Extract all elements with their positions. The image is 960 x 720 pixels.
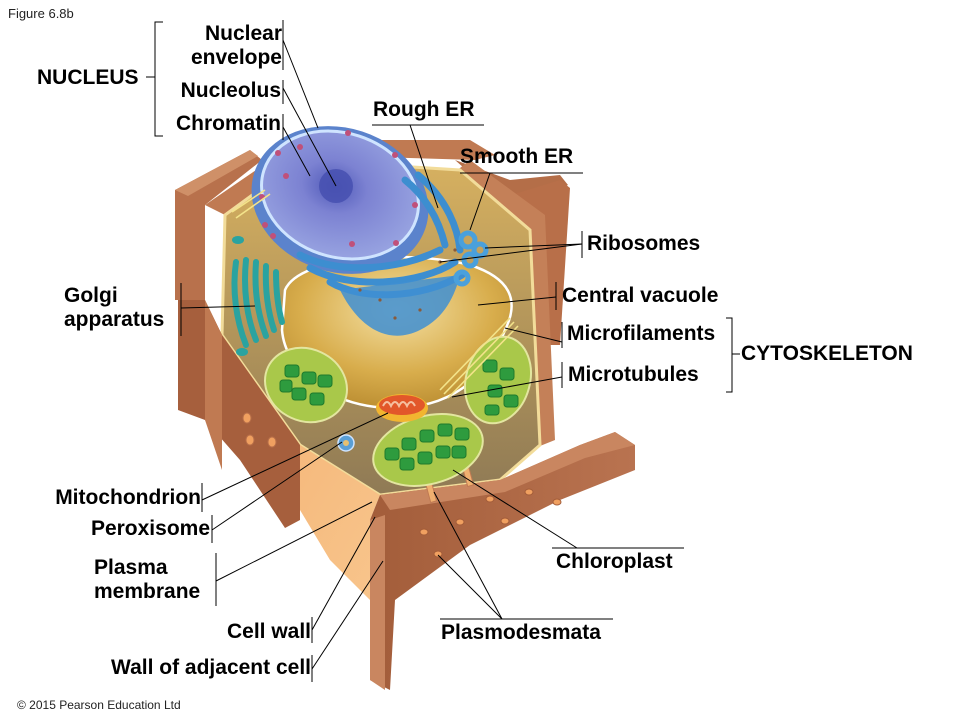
label-microfilaments: Microfilaments [567,322,716,345]
rough-er-lobe [340,275,460,336]
chloroplast-bottom [372,413,484,487]
group-label-nucleus: NUCLEUS [37,66,139,89]
label-microtubules: Microtubules [568,363,699,386]
plasmodesmata-pores-bottom [419,488,562,558]
golgi-apparatus [231,257,285,348]
label-cell-wall: Cell wall [226,620,311,643]
label-chloroplast: Chloroplast [556,550,673,573]
label-golgi-apparatus: Golgi apparatus [64,284,164,332]
label-wall-of-adjacent-cell: Wall of adjacent cell [111,656,311,679]
chloroplast-left [264,346,348,424]
nucleus [251,126,429,274]
label-golgi-line1: Golgi [64,284,118,307]
copyright: © 2015 Pearson Education Ltd [17,698,181,712]
mitochondrion [376,394,428,422]
label-golgi-line2: apparatus [64,308,165,331]
figure-label: Figure 6.8b [8,6,74,21]
label-nuclear-envelope-line2: envelope [190,46,282,69]
group-label-cytoskeleton: CYTOSKELETON [741,342,913,365]
label-peroxisome: Peroxisome [90,517,210,540]
golgi-vesicle [236,348,248,356]
label-rough-er: Rough ER [373,98,475,121]
ribosomes [358,248,457,320]
label-nuclear-envelope-line1: Nuclear [204,22,282,45]
peroxisome [337,434,355,452]
label-nuclear-envelope: Nuclear envelope [170,22,282,70]
label-ribosomes: Ribosomes [587,232,701,255]
label-plasma-membrane-line1: Plasma [94,556,168,579]
label-plasmodesmata: Plasmodesmata [441,621,601,644]
nuclear-pores [259,130,418,247]
label-plasma-membrane: Plasma membrane [94,556,200,604]
cytoskeleton-fibers [231,189,519,399]
label-nucleolus: Nucleolus [180,79,281,102]
golgi-vesicle [232,236,244,244]
label-central-vacuole: Central vacuole [562,284,719,307]
label-chromatin: Chromatin [176,112,281,135]
label-mitochondrion: Mitochondrion [55,486,201,509]
chloroplast-right [464,335,532,425]
label-plasma-membrane-line2: membrane [94,580,201,603]
leader-lines [146,20,740,682]
plasmodesmata-pores-left [242,412,277,448]
smooth-er [453,230,489,287]
label-smooth-er: Smooth ER [460,145,574,168]
